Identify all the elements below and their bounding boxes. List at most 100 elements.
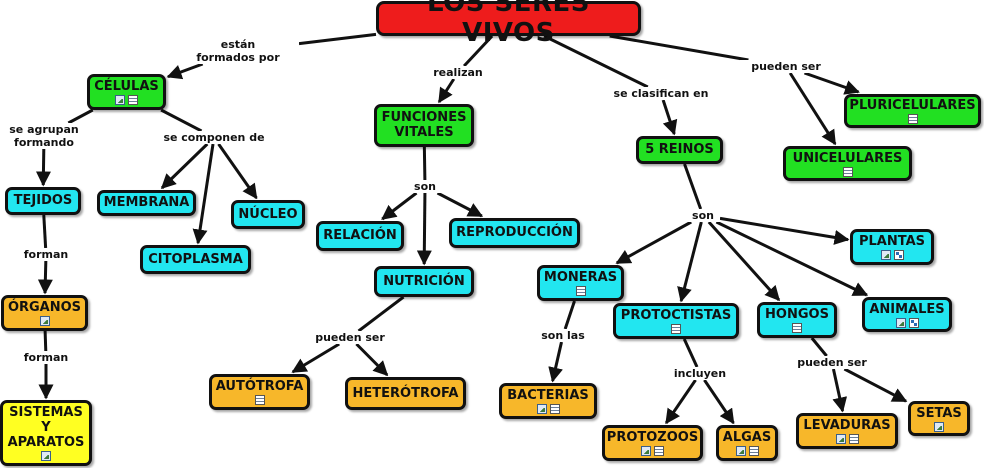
concept-label: ANIMALES [869, 301, 945, 317]
connector-son_1-reproduccion [436, 191, 484, 218]
document-icon[interactable] [842, 166, 853, 177]
image-icon[interactable] [934, 421, 944, 432]
concept-hongos[interactable]: HONGOS [757, 302, 837, 338]
link-realizan: realizan [412, 66, 504, 79]
concept-celulas[interactable]: CÉLULAS [87, 74, 166, 110]
image-icon[interactable] [835, 434, 846, 444]
concept-plantas[interactable]: PLANTAS [850, 229, 934, 265]
concept-label: PLANTAS [858, 234, 926, 249]
connector-son_2-hongos [707, 220, 781, 302]
image-icon[interactable] [41, 451, 51, 461]
connector-se_componen-citoplasma [192, 143, 215, 245]
connector-forman_1-organos [37, 260, 53, 295]
concept-tejidos[interactable]: TEJIDOS [5, 187, 81, 215]
document-icon[interactable] [792, 323, 802, 333]
connector-reinos-son_2 [683, 163, 703, 210]
connector-son_1-nutricion [416, 192, 432, 266]
document-icon[interactable] [128, 95, 138, 105]
connector-incluyen-protozoos [664, 379, 697, 425]
concept-label: PROTOZOOS [606, 430, 699, 445]
concept-label: PLURICELULARES [849, 98, 976, 113]
link-incluyen: incluyen [666, 367, 734, 380]
connector-se_agrupan-tejidos [35, 148, 51, 187]
concept-label: CITOPLASMA [148, 251, 243, 267]
connector-pueden_ser_3-levaduras [831, 368, 848, 413]
connector-pueden_ser_2-autotrofa [291, 342, 340, 374]
concept-setas[interactable]: SETAS [908, 401, 970, 436]
image-icon[interactable] [880, 250, 891, 260]
connector-se_componen-nucleo [217, 143, 258, 200]
concept-pluricelulares[interactable]: PLURICELULARES [844, 94, 981, 128]
image-icon[interactable] [895, 317, 906, 328]
link-pueden-ser: pueden ser [304, 331, 396, 344]
connector-moneras-son_las [563, 300, 576, 330]
concept-label: CÉLULAS [94, 79, 159, 94]
connector-son_1-relacion [381, 191, 418, 221]
link-forman: forman [14, 248, 78, 261]
concept-los-seres-vivos[interactable]: LOS SERES VIVOS [376, 0, 641, 48]
image-icon[interactable] [39, 316, 50, 326]
concept-citoplasma[interactable]: CITOPLASMA [140, 245, 251, 274]
document-icon[interactable] [907, 114, 918, 124]
concept-autotrofa[interactable]: AUTÓTROFA [209, 374, 310, 410]
concept-nucleo[interactable]: NÚCLEO [231, 200, 305, 229]
concept-reproduccion[interactable]: REPRODUCCIÓN [449, 218, 580, 248]
concept-moneras[interactable]: MONERAS [537, 265, 624, 301]
link-se-agrupan-formando: se agrupan formando [0, 123, 88, 149]
connector-pueden_ser_3-setas [843, 367, 908, 403]
link-se-clasifican-en: se clasifican en [600, 87, 722, 100]
image-icon[interactable] [735, 446, 746, 456]
connector-son_2-animales [715, 220, 869, 297]
concept-membrana[interactable]: MEMBRANA [97, 190, 196, 216]
concept-label: MEMBRANA [103, 195, 190, 210]
document-icon[interactable] [254, 395, 265, 405]
concept-label: RELACIÓN [323, 228, 397, 243]
connector-title-estan_formados [298, 32, 377, 46]
link-son: son [686, 209, 720, 222]
connector-se_clasifican-reinos [661, 99, 678, 136]
connector-son_2-protoctistas [677, 221, 703, 303]
concept-organos[interactable]: ÓRGANOS [1, 295, 88, 331]
concept-icon[interactable] [893, 250, 904, 260]
concept-levaduras[interactable]: LEVADURAS [796, 413, 898, 449]
link-pueden-ser: pueden ser [740, 60, 832, 73]
concept-algas[interactable]: ALGAS [716, 425, 778, 461]
document-icon[interactable] [654, 446, 664, 456]
concept-5-reinos[interactable]: 5 REINOS [636, 136, 723, 164]
concept-relacion[interactable]: RELACIÓN [316, 221, 404, 251]
connector-title-realizan [462, 34, 494, 68]
concept-label: ÓRGANOS [7, 300, 82, 315]
connector-se_componen-membrana [160, 142, 209, 190]
concept-label: REPRODUCCIÓN [456, 225, 573, 240]
document-icon[interactable] [848, 434, 859, 444]
concept-animales[interactable]: ANIMALES [862, 297, 952, 332]
document-icon[interactable] [671, 324, 681, 334]
image-icon[interactable] [115, 95, 125, 105]
connector-hongos-pueden_ser_3 [810, 337, 828, 357]
concept-label: SETAS [916, 405, 962, 421]
concept-icon[interactable] [908, 317, 919, 328]
document-icon[interactable] [748, 446, 759, 456]
image-icon[interactable] [536, 404, 547, 414]
concept-label: SISTEMAS Y APARATOS [7, 405, 85, 450]
document-icon[interactable] [575, 286, 586, 296]
connector-son_las-bacterias [548, 341, 563, 383]
link-se-componen-de: se componen de [154, 131, 274, 144]
link-pueden-ser: pueden ser [786, 356, 878, 369]
connector-tejidos-forman_1 [42, 214, 48, 249]
concept-nutricion[interactable]: NUTRICIÓN [374, 266, 474, 297]
concept-unicelulares[interactable]: UNICELULARES [783, 146, 912, 181]
image-icon[interactable] [641, 446, 651, 456]
connector-realizan-funciones [437, 78, 456, 104]
concept-sistemas-y-aparatos[interactable]: SISTEMAS Y APARATOS [0, 400, 92, 466]
document-icon[interactable] [549, 404, 560, 414]
concept-protoctistas[interactable]: PROTOCTISTAS [613, 303, 739, 339]
connector-incluyen-algas [703, 379, 735, 425]
concept-bacterias[interactable]: BACTERIAS [499, 383, 597, 419]
concept-label: NUTRICIÓN [383, 273, 465, 289]
concept-protozoos[interactable]: PROTOZOOS [602, 425, 703, 461]
concept-heterotrofa[interactable]: HETERÓTROFA [345, 377, 466, 410]
concept-funciones-vitales[interactable]: FUNCIONES VITALES [374, 104, 474, 147]
connector-pueden_ser_2-heterotrofa [355, 342, 389, 377]
